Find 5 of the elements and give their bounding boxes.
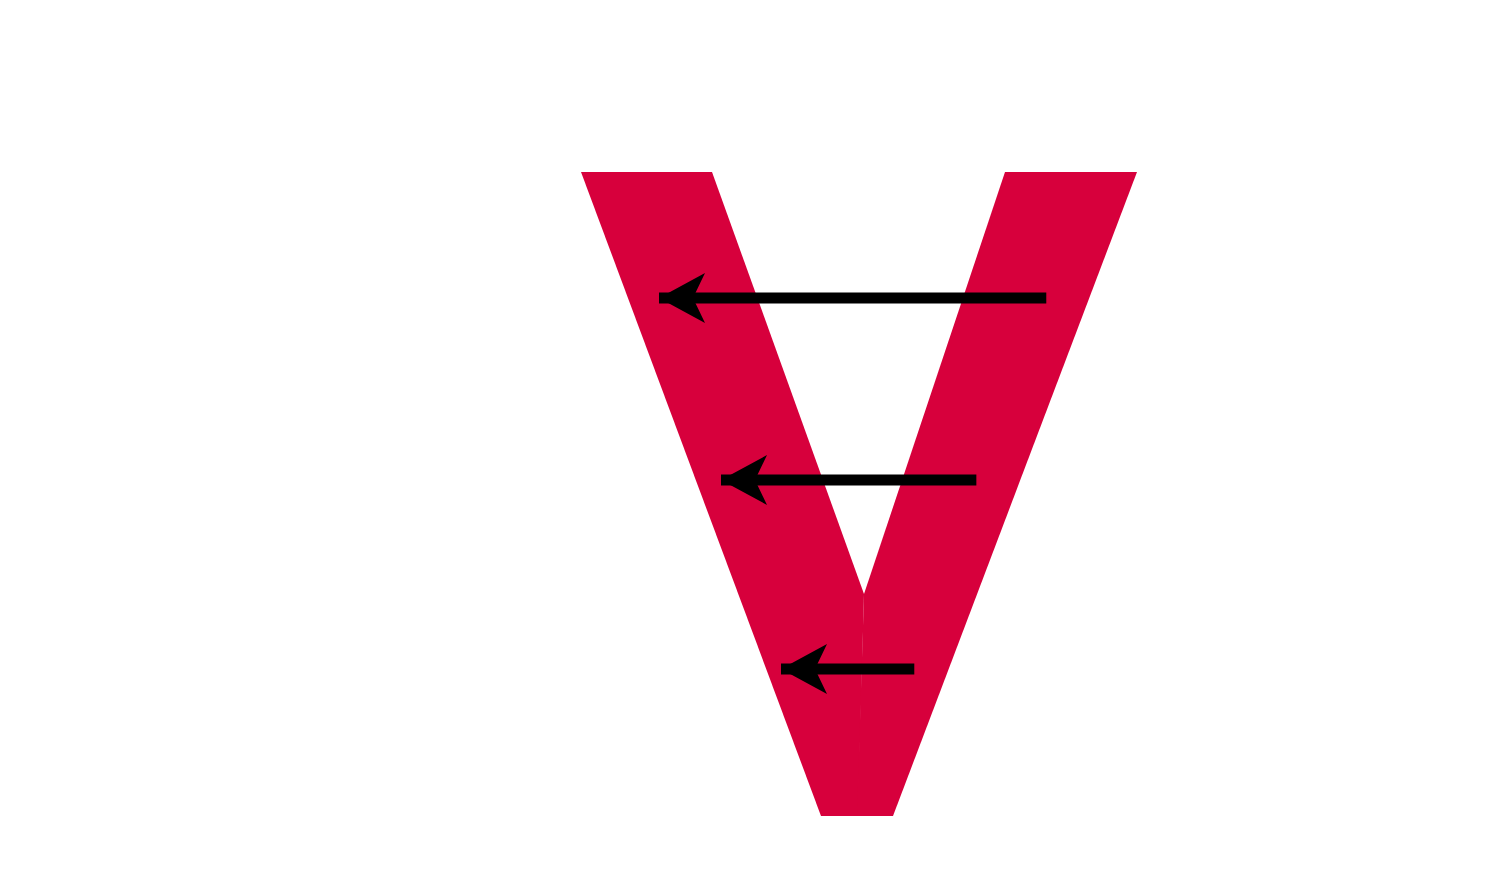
- v-right-arm: [857, 172, 1137, 816]
- arrow: [721, 455, 977, 505]
- arrow: [659, 273, 1047, 323]
- v-left-arm: [581, 172, 864, 816]
- arrow: [780, 644, 914, 694]
